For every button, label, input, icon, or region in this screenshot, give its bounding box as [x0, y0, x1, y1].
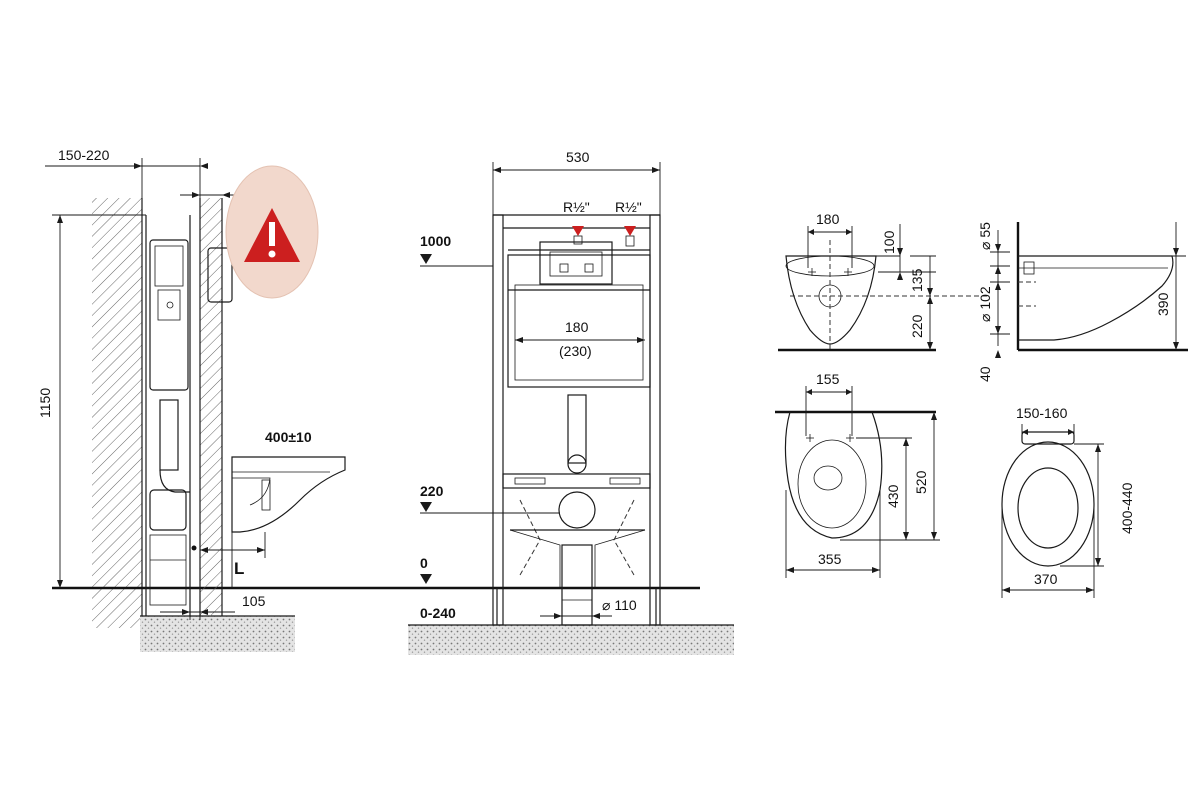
- bowl-front-view: 180 100 135 220: [778, 211, 990, 352]
- bowl-dim-102: ⌀ 102: [977, 286, 993, 322]
- connection-marker-left-icon: [572, 226, 584, 236]
- bowl-front-outline: [785, 255, 877, 345]
- bowl-dim-55: ⌀ 55: [977, 222, 993, 250]
- seat-length: 400-440: [1119, 482, 1135, 534]
- bowl-top-depth-outer: 520: [913, 470, 929, 494]
- dim-frame-width: 530: [566, 149, 590, 165]
- floor-hatch-front: [408, 625, 734, 655]
- side-view: 150-220 20-80 1150 400±10 L 105: [37, 147, 700, 652]
- dim-offset: 105: [242, 593, 266, 609]
- frame-right-post: [649, 214, 661, 626]
- dim-floor-range: 0-240: [420, 605, 456, 621]
- dim-wall-depth: 150-220: [58, 147, 110, 163]
- connection-marker-right-icon: [624, 226, 636, 236]
- level-0: 0: [420, 555, 428, 571]
- dim-length-l: L: [234, 559, 244, 578]
- floor-hatch-side: [140, 616, 295, 652]
- bowl-top-outline: [784, 411, 883, 539]
- dim-bolt-spacing-alt: (230): [559, 343, 592, 359]
- bowl-top-view: 155 430 520 355: [775, 371, 940, 578]
- dim-drain-diameter: ⌀ 110: [602, 597, 637, 613]
- level-1000: 1000: [420, 233, 451, 249]
- wall-hatch: [92, 198, 142, 628]
- connection-left-label: R½": [563, 199, 590, 215]
- seat-hinge-spacing: 150-160: [1016, 405, 1068, 421]
- dim-bowl-height: 400±10: [265, 429, 312, 445]
- bowl-dim-100: 100: [881, 230, 897, 254]
- seat-width: 370: [1034, 571, 1058, 587]
- seat-view: 150-160 400-440 370: [1001, 405, 1135, 598]
- bowl-dim-135: 135: [909, 268, 925, 292]
- level-220: 220: [420, 483, 444, 499]
- cistern-front: [507, 254, 651, 388]
- bowl-side-outline: [1018, 255, 1174, 341]
- bowl-top-hole-spacing: 155: [816, 371, 840, 387]
- connection-right-label: R½": [615, 199, 642, 215]
- bowl-dim-40: 40: [977, 366, 993, 382]
- dim-height: 1150: [37, 388, 53, 418]
- bowl-hole-spacing: 180: [816, 211, 840, 227]
- front-wall-hatch: [200, 198, 222, 616]
- front-view: 530 R½" R½" 1000 180 (230) 220 0 0-240 ⌀…: [408, 149, 734, 655]
- bowl-dim-220: 220: [909, 314, 925, 338]
- dim-bolt-spacing: 180: [565, 319, 589, 335]
- frame-left-post: [492, 214, 504, 626]
- bowl-side-view: ⌀ 55 ⌀ 102 40 390: [977, 222, 1188, 382]
- bowl-side-profile: [231, 456, 346, 533]
- bowl-top-depth-inner: 430: [885, 484, 901, 508]
- cistern-side: [149, 239, 189, 391]
- bowl-top-width: 355: [818, 551, 842, 567]
- bowl-dim-390: 390: [1155, 292, 1171, 316]
